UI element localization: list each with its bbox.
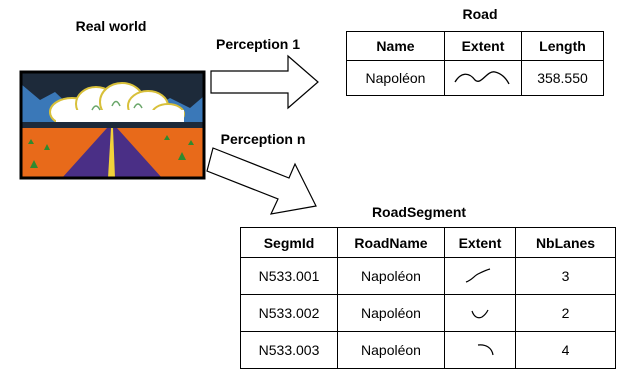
segment-extent-cell [444,257,516,295]
perception-1-arrow [210,54,319,110]
column-header: Extent [444,227,516,258]
dip-curve-icon [471,309,489,319]
nb-lanes-cell: 3 [515,257,616,295]
rising-curve-icon [465,268,491,283]
column-header: Length [521,31,604,61]
segm-id-cell: N533.002 [240,294,338,332]
column-header: SegmId [240,227,338,258]
road-extent-cell [444,60,522,96]
road-table: Name Extent Length Napoléon 358.550 [346,31,604,96]
road-table-title: Road [462,6,498,22]
nb-lanes-cell: 2 [515,294,616,332]
hump-curve-icon [477,344,494,356]
image-frame [19,70,206,180]
road-header-row: Name Extent Length [346,31,604,61]
column-header: Name [346,31,445,61]
ground [21,128,204,178]
perception-1-label: Perception 1 [215,36,301,52]
column-header: RoadName [337,227,445,258]
segment-extent-cell [444,331,516,369]
sky [21,72,204,128]
column-header: NbLanes [515,227,616,258]
road-name-cell: Napoléon [337,294,445,332]
grass-tufts [28,135,194,168]
road-name-cell: Napoléon [337,331,445,369]
nb-lanes-cell: 4 [515,331,616,369]
road-name-cell: Napoléon [346,60,445,96]
road-segment-table: SegmId RoadName Extent NbLanes N533.001 … [240,227,616,369]
road-segment-table-title: RoadSegment [371,204,467,220]
segm-id-cell: N533.003 [240,331,338,369]
segm-id-cell: N533.001 [240,257,338,295]
road-surface [62,128,162,178]
dark-mountains [21,72,204,112]
cloud-strokes [91,100,143,111]
road-length-cell: 358.550 [521,60,604,96]
segment-header-row: SegmId RoadName Extent NbLanes [240,227,616,258]
table-row: Napoléon 358.550 [346,60,604,96]
perception-n-label: Perception n [220,131,306,147]
cloud [49,82,185,127]
perception-n-arrow [206,147,317,215]
wave-curve-icon [454,71,510,85]
table-row: N533.003 Napoléon 4 [240,331,616,369]
road-name-cell: Napoléon [337,257,445,295]
horizon [21,122,204,129]
lane-mark [108,128,115,178]
real-world-label: Real world [75,18,147,34]
table-row: N533.002 Napoléon 2 [240,294,616,332]
segment-extent-cell [444,294,516,332]
table-row: N533.001 Napoléon 3 [240,257,616,295]
column-header: Extent [444,31,522,61]
